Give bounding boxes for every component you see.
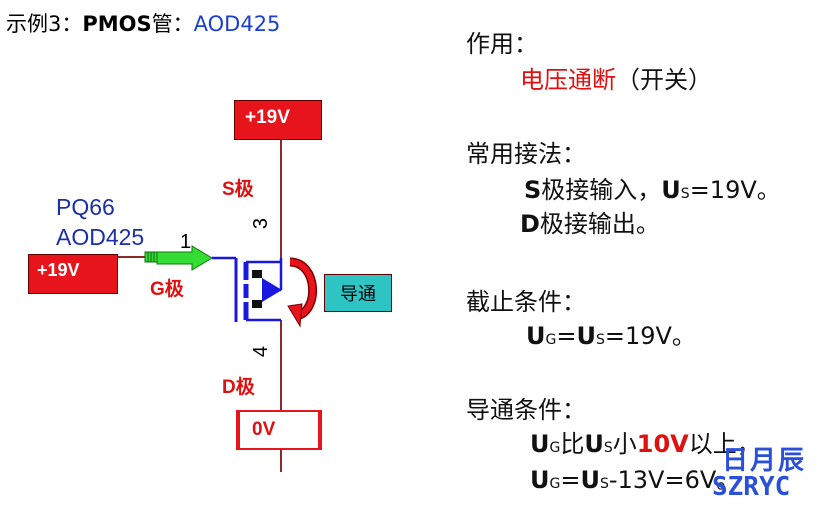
gate-connector	[144, 251, 158, 263]
gate-arrow	[156, 245, 213, 271]
usage-heading: 常用接法：	[466, 140, 586, 168]
page-title: 示例3：PMOS管：AOD425	[6, 12, 281, 36]
function-text: 电压通断（开关）	[520, 66, 712, 94]
cutoff-heading: 截止条件：	[466, 288, 586, 316]
conduction-status-box: 导通	[324, 274, 392, 312]
watermark-cn: 日月辰	[722, 446, 807, 476]
part-reference: PQ66	[56, 194, 115, 220]
part-name: AOD425	[56, 224, 145, 250]
watermark-en: SZRYC	[712, 472, 791, 502]
gate-label: G极	[150, 279, 184, 300]
source-label: S极	[222, 179, 254, 200]
body-arrow	[262, 278, 282, 302]
drain-pin-number: 4	[250, 345, 273, 358]
drain-voltage-box: 0V	[236, 410, 322, 450]
source-voltage-box: +19V	[234, 100, 322, 140]
usage-source-line: S极接输入，US=19V。	[524, 176, 781, 204]
gate-pin-number: 1	[180, 231, 192, 253]
conduction-condition-1: UG比US小10V以上，	[530, 430, 761, 458]
usage-drain-line: D极接输出。	[520, 210, 660, 238]
conduction-heading: 导通条件：	[466, 396, 586, 424]
function-heading: 作用：	[466, 30, 538, 58]
drain-label: D极	[222, 377, 255, 398]
source-pin-number: 3	[250, 217, 273, 230]
cutoff-condition: UG=US=19V。	[526, 322, 696, 350]
conduction-condition-2: UG=US-13V=6V。	[530, 466, 741, 494]
gate-voltage-box: +19V	[28, 254, 118, 294]
